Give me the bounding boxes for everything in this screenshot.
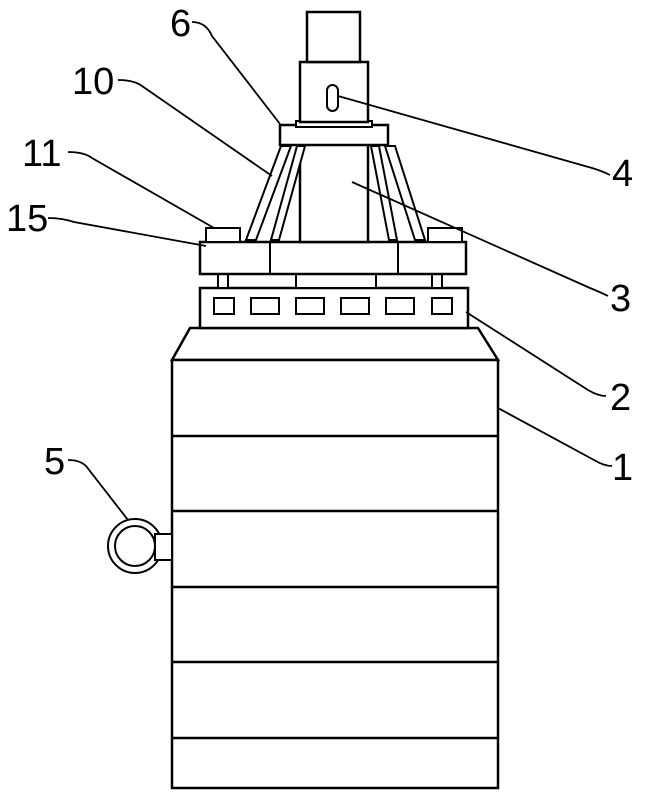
leader-15 xyxy=(48,218,206,246)
top-rod xyxy=(300,12,368,122)
leader-10 xyxy=(118,80,272,176)
label-15: 15 xyxy=(6,198,48,240)
label-3: 3 xyxy=(610,278,631,320)
main-body xyxy=(172,328,498,788)
rod-top-cap xyxy=(307,12,360,62)
post-center xyxy=(296,274,376,288)
ring-inner xyxy=(115,526,155,566)
leader-11 xyxy=(68,152,214,228)
post-right xyxy=(432,274,442,288)
collar xyxy=(280,121,388,145)
body-top-bevel xyxy=(172,328,498,360)
body-cylinder xyxy=(172,360,498,788)
window xyxy=(251,298,279,314)
side-ring xyxy=(108,519,172,573)
window xyxy=(432,298,452,314)
label-4: 4 xyxy=(612,153,633,195)
window xyxy=(341,298,369,314)
inner-shaft xyxy=(300,140,368,242)
label-11: 11 xyxy=(22,133,61,175)
plate-outline xyxy=(200,242,466,274)
base-ring xyxy=(200,288,468,328)
label-6: 6 xyxy=(170,3,191,45)
window xyxy=(386,298,414,314)
post-left xyxy=(218,274,228,288)
clamp-block-right xyxy=(428,228,462,242)
label-10: 10 xyxy=(72,61,114,103)
leader-6 xyxy=(192,22,280,124)
label-5: 5 xyxy=(44,441,65,483)
ring-mount xyxy=(155,534,172,560)
base-ring-outline xyxy=(200,288,468,328)
clamp-block-left xyxy=(206,228,240,242)
rod-slot xyxy=(327,85,338,111)
window xyxy=(214,298,234,314)
window xyxy=(296,298,324,314)
leader-1 xyxy=(498,408,612,466)
label-1: 1 xyxy=(612,447,633,489)
label-2: 2 xyxy=(610,377,631,419)
leader-5 xyxy=(68,460,128,520)
plate-posts xyxy=(218,274,442,288)
